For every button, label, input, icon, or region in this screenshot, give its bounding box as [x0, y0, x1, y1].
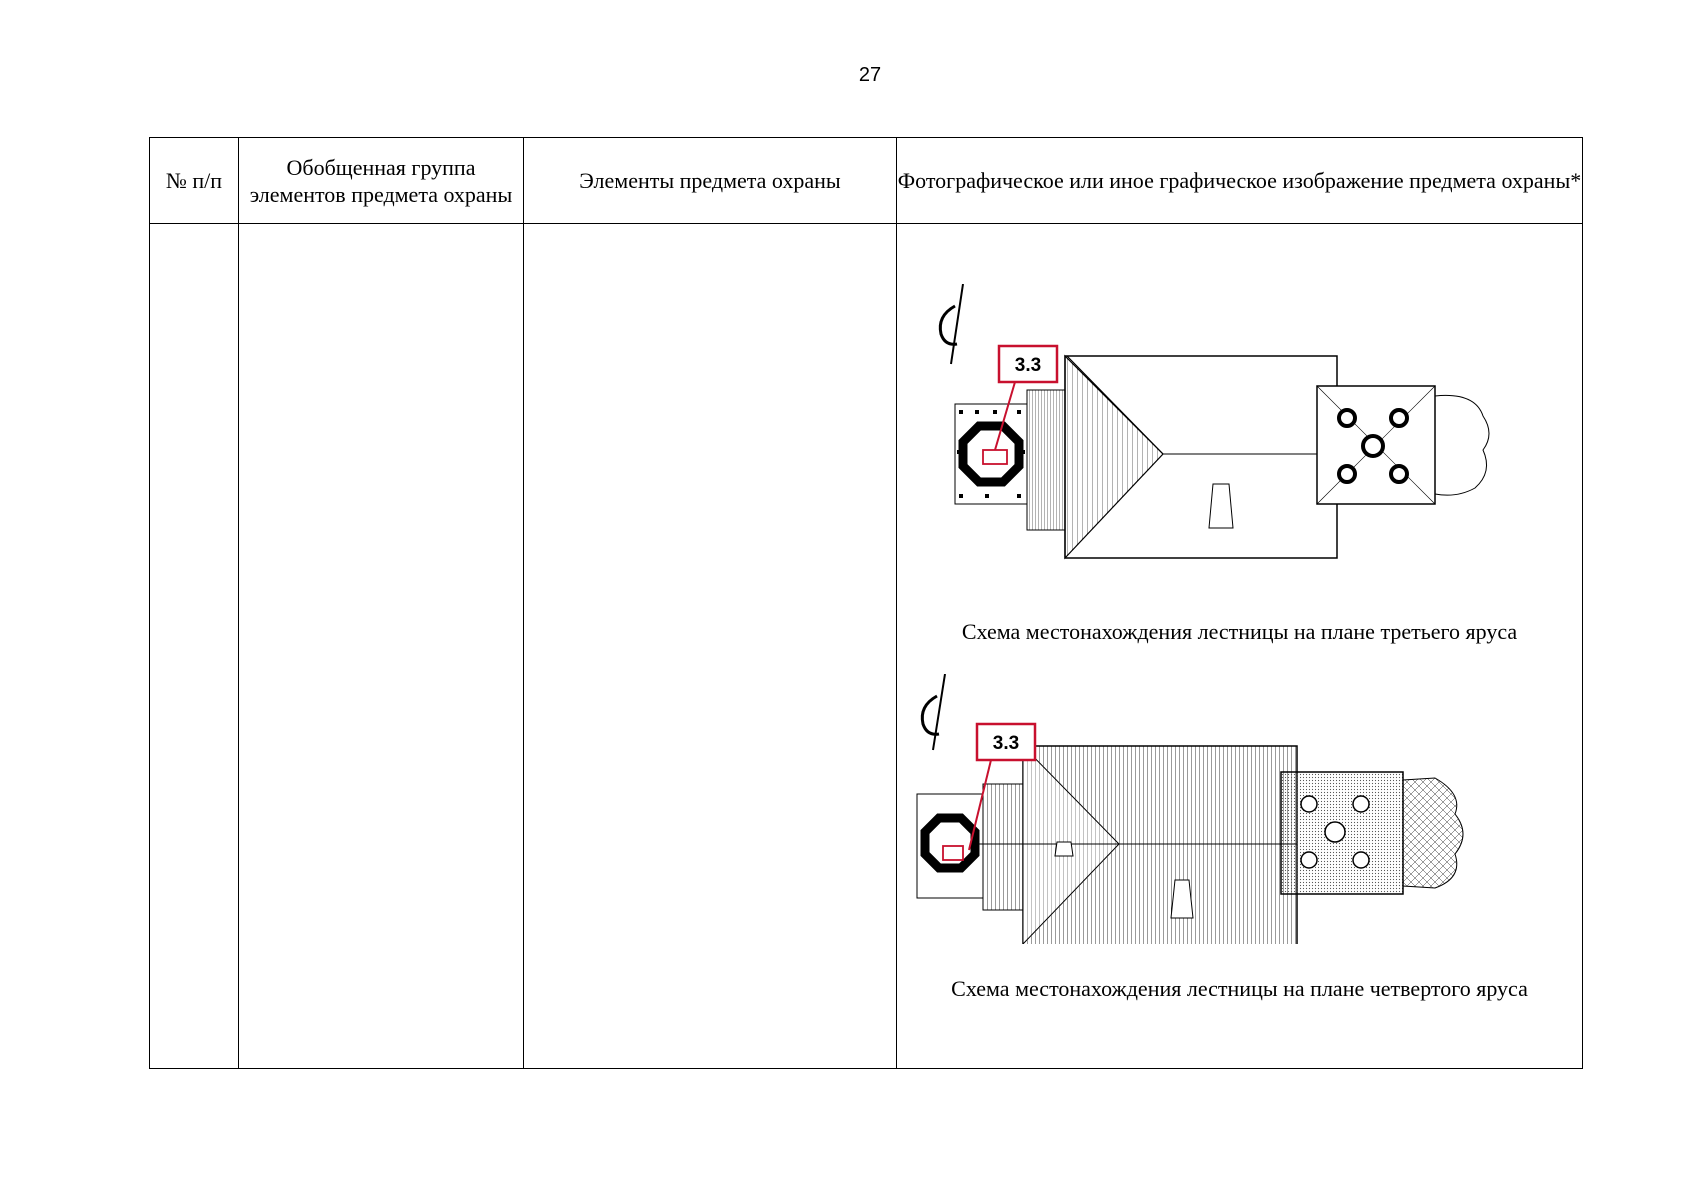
header-elements: Элементы предмета охраны [523, 137, 897, 224]
cell-elements [523, 223, 897, 1069]
north-arrow-icon [920, 674, 946, 751]
header-number: № п/п [149, 137, 239, 224]
header-group: Обобщенная группа элементов предмета охр… [238, 137, 524, 224]
figure-caption-fourth-tier: Схема местонахождения лестницы на плане … [951, 976, 1528, 1001]
fourth-tier-plan-drawing: 3.3 [916, 674, 1464, 944]
page-number: 27 [858, 64, 882, 86]
marker-label: 3.3 [1015, 355, 1041, 376]
figure-caption-third-tier: Схема местонахождения лестницы на плане … [961, 619, 1518, 644]
cell-number [149, 223, 239, 1069]
table-header-row: № п/п Обобщенная группа элементов предме… [149, 137, 1583, 224]
cell-images: 3.3 Схема местонахождения лестницы на пл… [896, 223, 1583, 1069]
protected-elements-table: № п/п Обобщенная группа элементов предме… [149, 137, 1583, 1069]
third-tier-plan-drawing: 3.3 [938, 284, 1490, 560]
header-image: Фотографическое или иное графическое изо… [896, 137, 1583, 224]
table-row: 3.3 Схема местонахождения лестницы на пл… [149, 223, 1583, 1069]
marker-label: 3.3 [993, 733, 1019, 754]
north-arrow-icon [938, 284, 964, 365]
cell-group [238, 223, 524, 1069]
